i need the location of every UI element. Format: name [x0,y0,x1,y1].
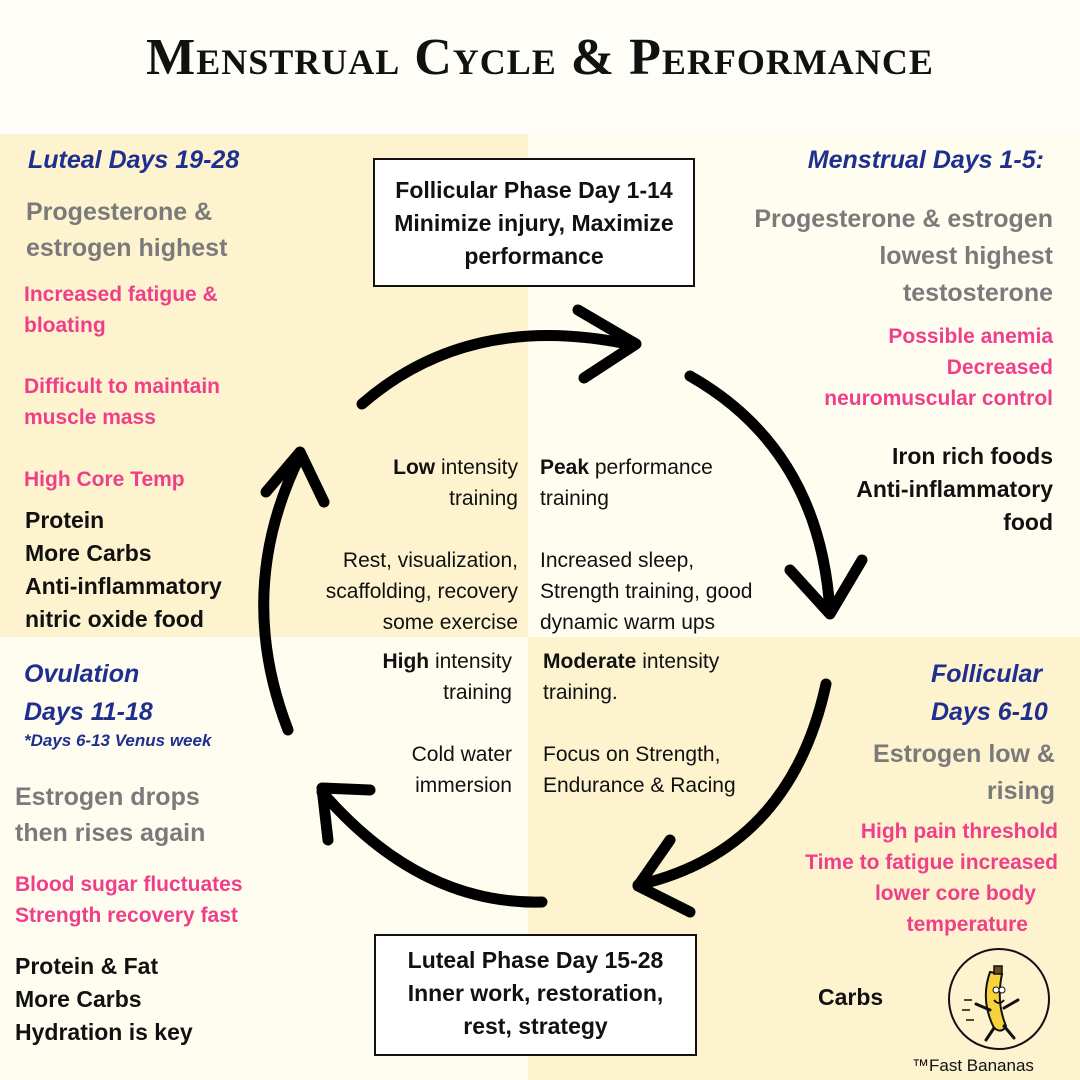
arrowhead-bottom-left [316,782,376,846]
arrow-bottom-left [316,786,548,908]
luteal-recovery: Rest, visualization,scaffolding, recover… [325,549,518,634]
page-title: Menstrual Cycle & Performance [146,29,934,86]
arrowhead-left [260,446,330,508]
arrow-right [684,370,836,618]
arrow-left [258,450,306,736]
luteal-effect-3: High Core Temp [24,468,185,491]
follicular-nutrition: Carbs [818,984,884,1010]
high-intensity-label: High intensity training [382,650,512,704]
luteal-heading: Luteal Days 19-28 [28,146,240,174]
moderate-intensity-label: Moderate intensity training. [543,650,720,704]
peak-performance-label: Peak performance training [540,456,713,510]
arrowhead-bottom-right [632,834,696,918]
ovulation-note: *Days 6-13 Venus week [24,731,212,750]
brand-label: ™Fast Bananas [912,1056,1034,1075]
follicular-recovery: Focus on Strength,Endurance & Racing [543,743,736,797]
luteal-hormones: Progesterone &estrogen highest [26,198,228,262]
arrowhead-top [572,304,642,384]
follicular-hormones: Estrogen low &rising [873,740,1055,805]
running-banana-icon [948,948,1050,1050]
arrowhead-right [784,554,868,620]
menstrual-heading: Menstrual Days 1-5: [807,146,1044,174]
arrow-bottom-right [632,678,832,891]
low-intensity-label: Low intensity training [393,456,518,510]
luteal-effect-1: Increased fatigue &bloating [24,283,218,337]
arrow-top [356,330,638,410]
